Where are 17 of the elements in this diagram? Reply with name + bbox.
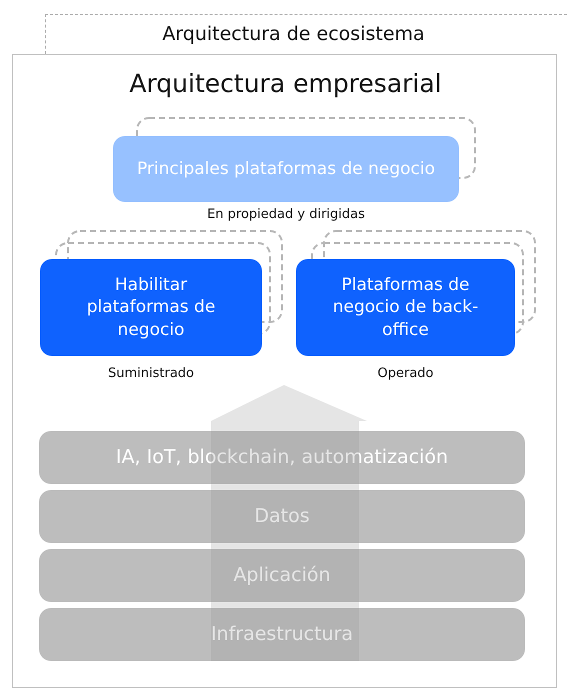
- node-label: Operado: [376, 366, 434, 381]
- layer-bar: [39, 431, 525, 484]
- box-label: IA, IoT, blockchain, automatización: [116, 445, 448, 470]
- platform-box: [296, 259, 515, 356]
- enterprise-panel: [12, 54, 557, 688]
- layer-bar: [39, 549, 525, 602]
- platform-box: [113, 136, 459, 202]
- layer-bar: [39, 490, 525, 543]
- node-label: Suministrado: [106, 366, 195, 381]
- layer-bar: [39, 608, 525, 661]
- platform-box: [40, 259, 262, 356]
- box-label: Principales plataformas de negocio: [136, 158, 436, 180]
- box-label: Plataformas de negocio de back-office: [332, 274, 480, 341]
- node-label: En propiedad y dirigidas: [206, 207, 366, 222]
- box-label: Habilitar plataformas de negocio: [86, 274, 216, 341]
- section-heading: Arquitectura empresarial: [128, 69, 443, 98]
- section-heading: Arquitectura de ecosistema: [161, 23, 426, 45]
